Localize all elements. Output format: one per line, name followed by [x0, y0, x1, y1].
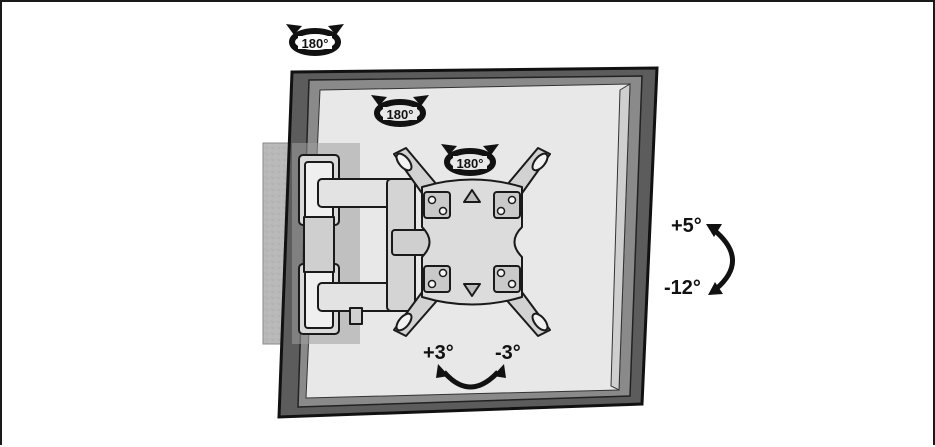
swivel-arrow	[436, 364, 506, 390]
articulating-arm	[298, 154, 433, 335]
rotation-label-inner: 180°	[457, 156, 484, 171]
vesa-screws	[427, 195, 517, 289]
tilt-up-label: +5°	[671, 215, 702, 237]
swivel-left-label: +3°	[423, 342, 454, 364]
rotate-icon-top: 180°	[286, 24, 344, 56]
rotation-label-middle: 180°	[387, 107, 414, 122]
tilt-arrow	[706, 224, 735, 295]
rotation-label-top: 180°	[302, 36, 329, 51]
rotate-icon-middle: 180°	[371, 95, 429, 127]
tilt-down-label: -12°	[664, 277, 701, 299]
rotate-icon-inner: 180°	[441, 144, 499, 176]
swivel-right-label: -3°	[495, 342, 521, 364]
